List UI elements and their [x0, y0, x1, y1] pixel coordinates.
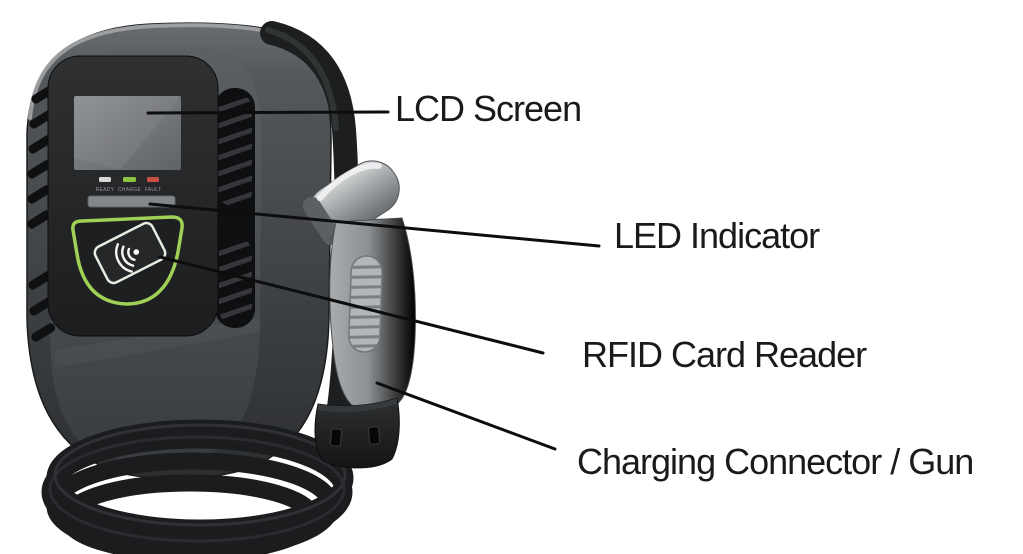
- led-fault-label: FAULT: [145, 187, 162, 193]
- callout-line-rfid: [158, 255, 545, 355]
- rfid-outline: [71, 215, 184, 306]
- led-fault: [147, 177, 159, 182]
- led-ready: [99, 177, 111, 182]
- rfid-reader-zone: [71, 215, 184, 306]
- contactless-waves-icon: [115, 243, 136, 273]
- gun-pin-slot-left: [330, 428, 342, 447]
- status-leds: READY CHARGE FAULT: [96, 177, 162, 193]
- label-rfid-card-reader: RFID Card Reader: [582, 334, 867, 375]
- cable-coil: [41, 419, 354, 554]
- gun-head-rim: [318, 398, 397, 412]
- label-led-indicator: LED Indicator: [614, 215, 820, 256]
- callout-line-led: [148, 202, 601, 248]
- right-vent: [215, 88, 255, 328]
- label-lcd-screen: LCD Screen: [395, 88, 582, 129]
- contactless-dot: [133, 249, 140, 255]
- charging-gun: [302, 160, 416, 469]
- gun-pin-slot-right: [368, 426, 380, 445]
- led-charge-label: CHARGE: [118, 187, 142, 193]
- left-vent-slats: [27, 85, 56, 342]
- callout-line-gun: [375, 381, 557, 451]
- led-charge: [123, 177, 136, 182]
- lcd-screen: [74, 96, 181, 170]
- led-ready-label: READY: [96, 187, 115, 193]
- gun-connector-head: [314, 397, 400, 469]
- label-charging-connector: Charging Connector / Gun: [577, 441, 974, 482]
- callout-line-lcd: [146, 110, 390, 115]
- rfid-card-icon: [93, 221, 167, 285]
